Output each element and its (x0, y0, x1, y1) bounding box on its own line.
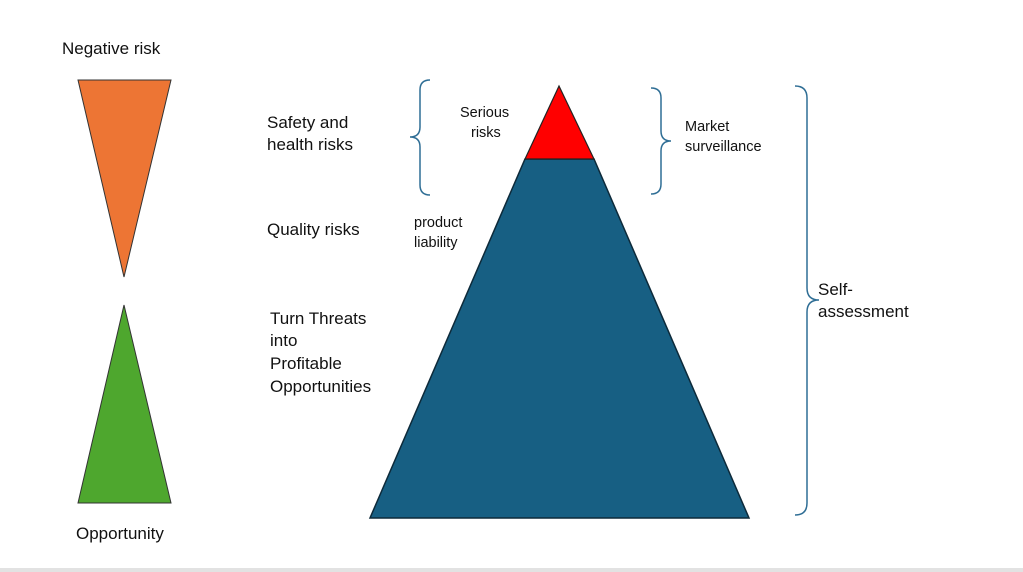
self-line: assessment (818, 302, 909, 321)
opportunity-label: Opportunity (76, 524, 164, 543)
liability-line: liability (414, 235, 458, 251)
turn-line: Profitable (270, 354, 342, 373)
liability-line: product (414, 215, 463, 231)
safety-line: health risks (267, 135, 353, 154)
turn-line: Opportunities (270, 377, 372, 396)
opportunity-triangle (77, 304, 172, 504)
bottom-divider (0, 568, 1023, 572)
turn-line: Turn Threats (270, 309, 367, 328)
quality-risks-label: Quality risks (267, 220, 360, 239)
serious-line: Serious (460, 105, 510, 121)
market-line: Market (685, 119, 730, 135)
market-brace (650, 87, 672, 195)
negative-risk-triangle (77, 79, 172, 278)
serious-line: risks (471, 125, 501, 141)
serious-risks-tip (524, 84, 595, 160)
safety-line: Safety and (267, 113, 349, 132)
negative-risk-label: Negative risk (62, 39, 161, 58)
self-assessment-brace (794, 85, 820, 516)
turn-line: into (270, 331, 298, 350)
left-brace (409, 79, 431, 196)
market-line: surveillance (685, 139, 762, 155)
self-line: Self- (818, 280, 853, 299)
